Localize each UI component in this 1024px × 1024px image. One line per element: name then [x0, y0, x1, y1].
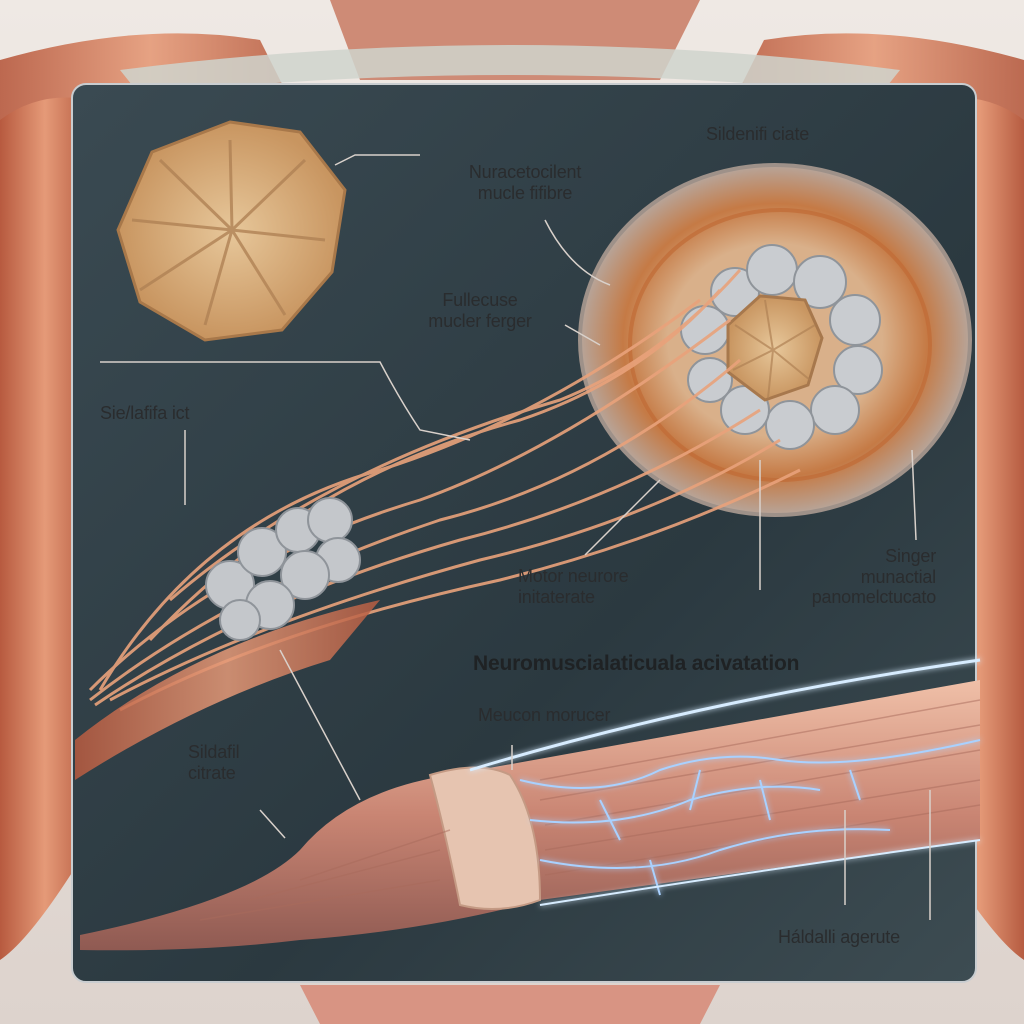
- muscle-fibre: [80, 680, 981, 951]
- label-line: mucler ferger: [428, 310, 532, 331]
- label-sildenafil-left: Sie/lafifa ict: [100, 403, 190, 423]
- label-line: Singer: [885, 546, 936, 566]
- label-line: munactial: [860, 566, 936, 587]
- label-line: panomelctucato: [811, 587, 936, 608]
- label-line: Sildafil: [188, 742, 240, 762]
- muscle-fibre-cross-section: [116, 120, 347, 342]
- leader-lines: [100, 154, 931, 920]
- label-fullmuscle-finger: Fullecuse mucler ferger: [405, 290, 555, 331]
- label-line: Nuracetocilent: [468, 162, 582, 182]
- activation-heading: Neuromuscialaticuala acivatation: [473, 652, 800, 675]
- label-haldalli-agerute: Háldalli agerute: [778, 927, 900, 947]
- label-singer-muscle: Singer munactial panomelctucato: [748, 546, 936, 608]
- muscle-cross-section: [578, 163, 972, 517]
- cell-cluster: [205, 497, 361, 641]
- label-line: mucle fifibre: [477, 182, 573, 203]
- label-line: Motor neurore: [518, 566, 629, 586]
- label-mucon-moruncer: Meucon morucer: [478, 705, 611, 725]
- label-sildafil-citrate: Sildafil citrate: [188, 742, 240, 783]
- label-line: citrate: [188, 762, 236, 783]
- electric-signal: [469, 658, 981, 906]
- nerve-fibres: [88, 269, 801, 712]
- label-line: initaterate: [518, 586, 595, 607]
- label-sildenafil-top: Sildenifi ciate: [706, 124, 810, 144]
- label-motor-neuron: Motor neurore initaterate: [518, 566, 629, 607]
- label-neuromuscular-fibre: Nuracetocilent mucle fifibre: [430, 162, 620, 203]
- label-line: Fullecuse: [442, 290, 518, 310]
